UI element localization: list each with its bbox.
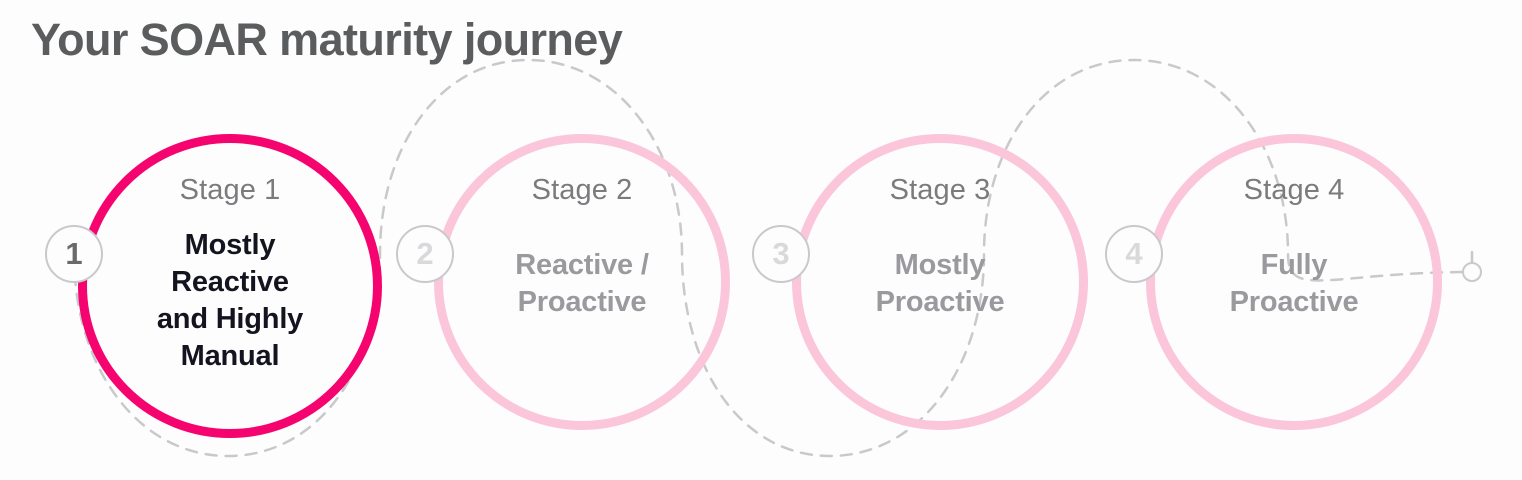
stage-label-4: Stage 4 xyxy=(1243,174,1345,206)
stage-circle-1[interactable]: Stage 1 Mostly Reactive and Highly Manua… xyxy=(78,134,382,438)
stage-circle-2[interactable]: Stage 2 Reactive / Proactive xyxy=(434,134,730,430)
stage-label-3: Stage 3 xyxy=(889,174,991,206)
stage-content-2: Stage 2 Reactive / Proactive xyxy=(434,134,730,472)
stage-description-2-line-2: Proactive xyxy=(517,286,647,318)
stage-ring-1 xyxy=(78,134,382,438)
stage-badge-2[interactable]: 2 xyxy=(396,225,454,283)
stage-description-2: Reactive / Proactive xyxy=(515,247,649,321)
stage-badge-4[interactable]: 4 xyxy=(1105,225,1163,283)
journey-end-marker-icon xyxy=(1462,262,1482,282)
stage-ring-3 xyxy=(792,134,1088,430)
stage-description-1: Mostly Reactive and Highly Manual xyxy=(157,227,303,375)
stage-circle-3[interactable]: Stage 3 Mostly Proactive xyxy=(792,134,1088,430)
stage-description-4-line-2: Proactive xyxy=(1229,286,1359,318)
stage-ring-2 xyxy=(434,134,730,430)
page-title: Your SOAR maturity journey xyxy=(31,14,623,65)
stage-label-2: Stage 2 xyxy=(531,174,633,206)
stage-description-4: Fully Proactive xyxy=(1230,247,1359,321)
stage-circle-4[interactable]: Stage 4 Fully Proactive xyxy=(1146,134,1442,430)
stage-description-4-line-1: Fully xyxy=(1260,249,1328,281)
stage-label-1: Stage 1 xyxy=(179,174,281,206)
stage-description-1-line-1: Mostly xyxy=(184,229,276,261)
stage-content-1: Stage 1 Mostly Reactive and Highly Manua… xyxy=(78,134,382,480)
stage-content-4: Stage 4 Fully Proactive xyxy=(1146,134,1442,472)
journey-track-path xyxy=(72,58,1474,458)
stage-content-3: Stage 3 Mostly Proactive xyxy=(792,134,1088,472)
stage-description-1-line-4: Manual xyxy=(180,340,280,372)
stage-badge-1[interactable]: 1 xyxy=(45,225,103,283)
stage-description-1-line-3: and Highly xyxy=(156,303,304,335)
stage-ring-4 xyxy=(1146,134,1442,430)
stage-description-2-line-1: Reactive / xyxy=(515,249,649,281)
stage-description-3-line-1: Mostly xyxy=(894,249,986,281)
stage-description-3-line-2: Proactive xyxy=(875,286,1005,318)
stage-description-3: Mostly Proactive xyxy=(876,247,1005,321)
stage-badge-3[interactable]: 3 xyxy=(752,225,810,283)
stage-description-1-line-2: Reactive xyxy=(171,266,289,298)
